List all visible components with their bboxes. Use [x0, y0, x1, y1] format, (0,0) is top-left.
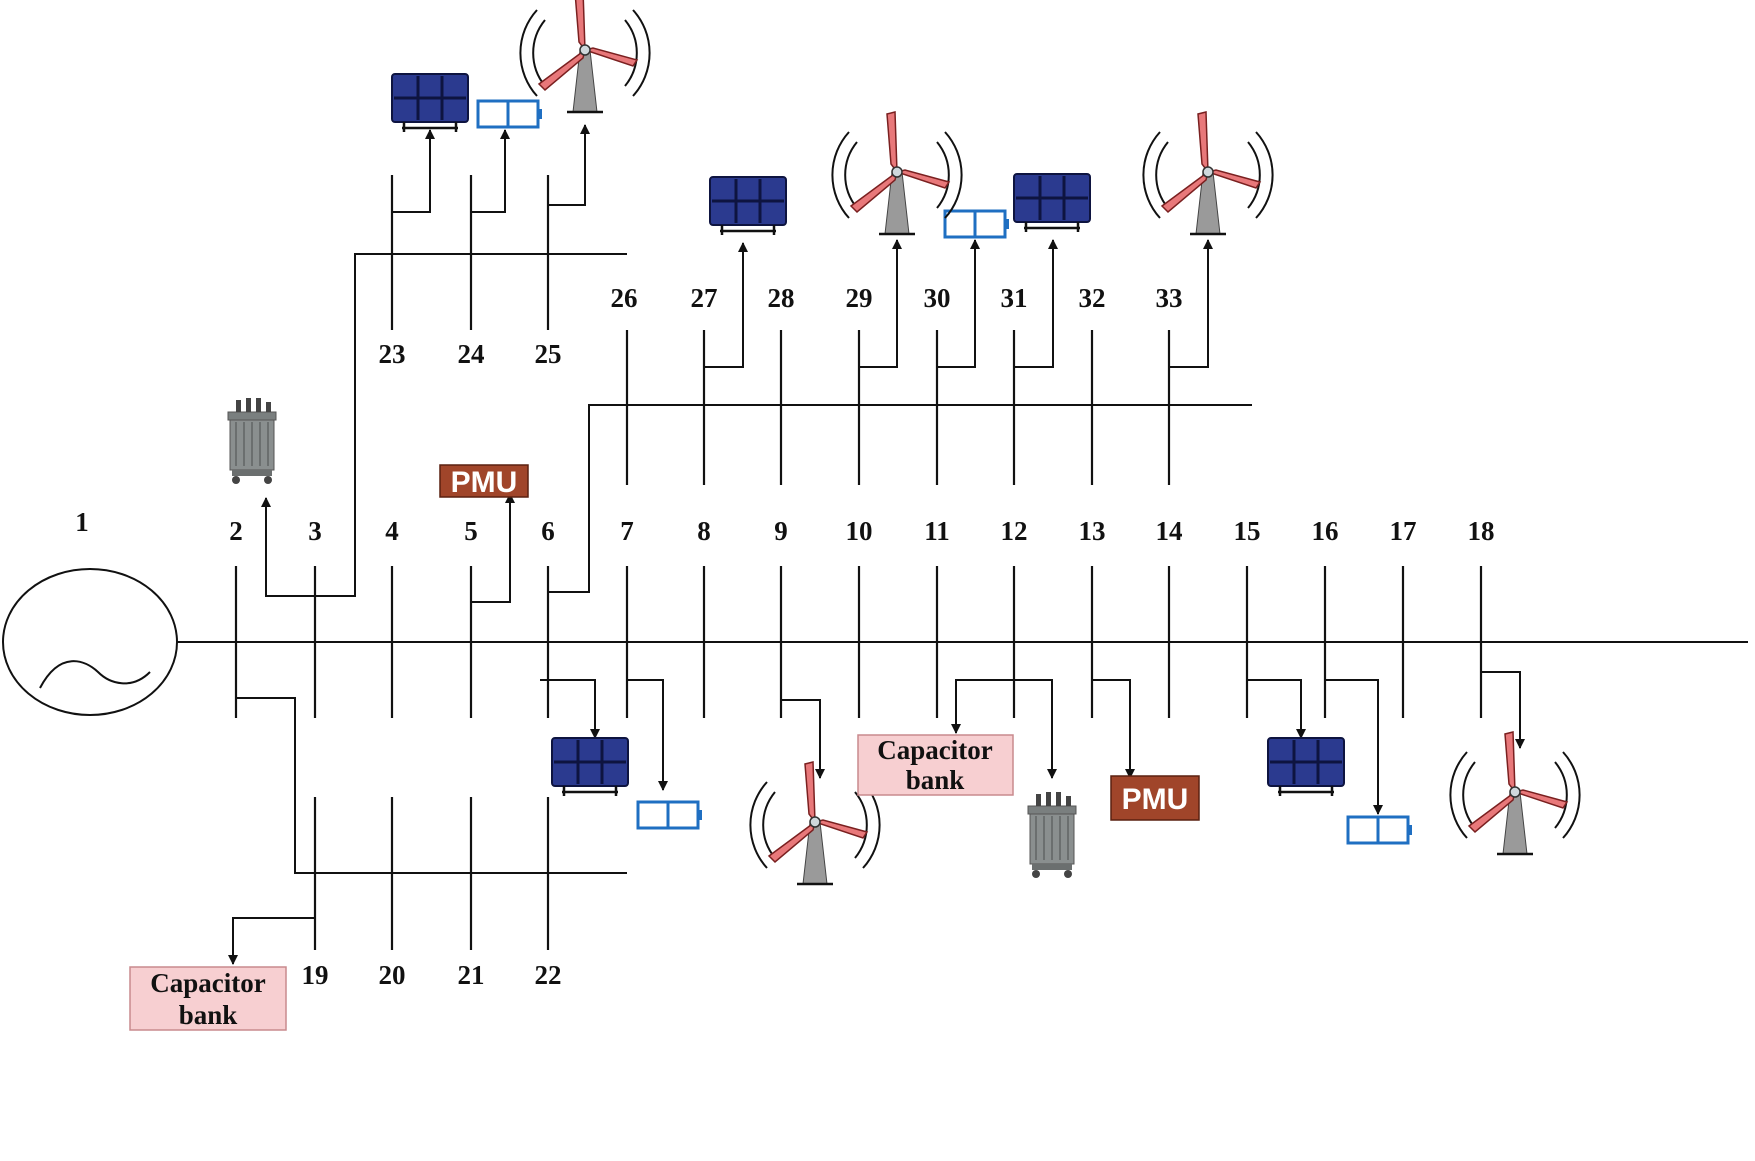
- bus-label-3: 3: [308, 516, 322, 546]
- pmu-label: PMU: [1122, 783, 1189, 816]
- bus-label-9: 9: [774, 516, 788, 546]
- battery-icon: [476, 99, 544, 129]
- transformer-icon: [227, 397, 277, 485]
- capacitor-bank-label-line2: bank: [906, 765, 965, 795]
- bus-label-13: 13: [1079, 516, 1106, 546]
- capacitor-bank-label-line2: bank: [179, 1000, 238, 1030]
- device-connectors: [228, 124, 1525, 965]
- bus-label-14: 14: [1156, 516, 1183, 546]
- bus-label-23: 23: [379, 339, 406, 369]
- bus-label-10: 10: [846, 516, 873, 546]
- bus-label-19: 19: [302, 960, 329, 990]
- bus-label-20: 20: [379, 960, 406, 990]
- bus-label-27: 27: [691, 283, 718, 313]
- bus-label-5: 5: [464, 516, 478, 546]
- bus-label-4: 4: [385, 516, 399, 546]
- bus-label-8: 8: [697, 516, 711, 546]
- capacitor-bank-label-line1: Capacitor: [877, 735, 992, 765]
- capacitor-bank-box: Capacitor bank: [129, 966, 287, 1031]
- bus-label-2: 2: [229, 516, 243, 546]
- wind-turbine-icon: [831, 110, 963, 236]
- bus-label-22: 22: [535, 960, 562, 990]
- pmu-box: PMU: [1110, 775, 1200, 821]
- solar-panel-icon: [390, 72, 470, 134]
- wind-turbine-icon: [1142, 110, 1274, 236]
- wind-turbine-icon: [519, 0, 651, 114]
- transformer-icon: [1027, 791, 1077, 879]
- bus-label-11: 11: [924, 516, 950, 546]
- battery-icon: [1346, 815, 1414, 845]
- bus-label-24: 24: [458, 339, 485, 369]
- bus-label-17: 17: [1390, 516, 1417, 546]
- solar-panel-icon: [1012, 172, 1092, 234]
- bus-label-12: 12: [1001, 516, 1028, 546]
- ac-generator-icon: [2, 568, 178, 716]
- battery-icon: [636, 800, 704, 830]
- wind-turbine-icon: [1449, 730, 1581, 856]
- bus-label-28: 28: [768, 283, 795, 313]
- bus-label-31: 31: [1001, 283, 1028, 313]
- solar-panel-icon: [708, 175, 788, 237]
- bus-label-15: 15: [1234, 516, 1261, 546]
- solar-panel-icon: [1266, 736, 1346, 798]
- solar-panel-icon: [550, 736, 630, 798]
- capacitor-bank-box: Capacitor bank: [857, 734, 1014, 796]
- lateral-19-22-line: [236, 697, 627, 874]
- bus-label-30: 30: [924, 283, 951, 313]
- main-bus-labels: 2 3 4 5 6 7 8 9 10 11 12 13 14 15 16 17 …: [229, 516, 1494, 546]
- pmu-label: PMU: [451, 466, 518, 499]
- capacitor-bank-label-line1: Capacitor: [150, 968, 265, 998]
- bus-label-6: 6: [541, 516, 555, 546]
- pmu-box: PMU: [439, 464, 529, 499]
- bus-label-26: 26: [611, 283, 638, 313]
- battery-icon: [943, 209, 1011, 239]
- bus-label-16: 16: [1312, 516, 1339, 546]
- bus-label-29: 29: [846, 283, 873, 313]
- bus-label-1: 1: [75, 507, 89, 537]
- bus-label-18: 18: [1468, 516, 1495, 546]
- lateral-26-33-line: [548, 404, 1252, 593]
- bus-label-25: 25: [535, 339, 562, 369]
- bus-label-7: 7: [620, 516, 634, 546]
- bus-label-33: 33: [1156, 283, 1183, 313]
- bus-label-21: 21: [458, 960, 485, 990]
- lateral-23-25-line: [315, 253, 627, 597]
- bus-label-32: 32: [1079, 283, 1106, 313]
